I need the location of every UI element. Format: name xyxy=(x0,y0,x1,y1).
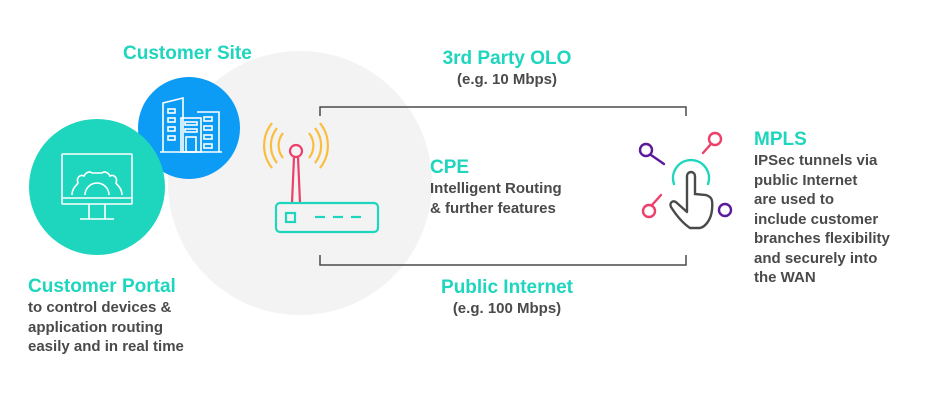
mpls-line: are used to xyxy=(754,191,835,208)
customer-portal-line: to control devices & xyxy=(28,299,172,316)
public-internet-title: Public Internet xyxy=(441,277,573,298)
mpls-line: IPSec tunnels via xyxy=(754,152,878,169)
cpe-line: Intelligent Routing xyxy=(430,180,562,197)
customer-portal-title: Customer Portal xyxy=(28,276,176,297)
mpls-line: branches flexibility xyxy=(754,230,890,247)
mpls-line: include customer xyxy=(754,210,879,228)
cpe-line: & further features xyxy=(430,199,556,217)
mpls-title: MPLS xyxy=(754,129,807,150)
customer-portal-line: application routing xyxy=(28,318,163,336)
olo-title: 3rd Party OLO xyxy=(442,48,572,69)
cpe-title: CPE xyxy=(430,157,470,178)
router-icon xyxy=(263,122,380,234)
customer-site-title: Customer Site xyxy=(123,43,252,64)
monitor-gear-icon xyxy=(29,119,165,255)
mpls-line: the WAN xyxy=(754,269,816,286)
touch-network-icon xyxy=(638,131,733,230)
mpls-line: and securely into xyxy=(754,249,878,267)
mpls-line: public Internet xyxy=(754,171,858,189)
olo-connection-line xyxy=(319,106,687,116)
internet-connection-line xyxy=(319,255,687,266)
building-icon xyxy=(138,77,240,179)
olo-subtitle: (e.g. 10 Mbps) xyxy=(456,71,557,88)
customer-portal-line: easily and in real time xyxy=(28,338,184,355)
public-internet-subtitle: (e.g. 100 Mbps) xyxy=(452,300,562,317)
